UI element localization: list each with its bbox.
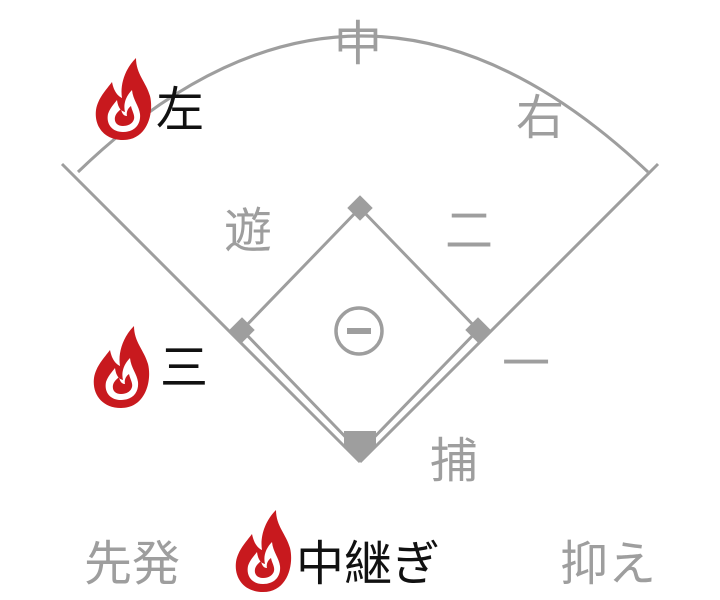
second-base-icon [347, 195, 373, 221]
flame-icon [235, 510, 292, 592]
flame-icon [95, 58, 152, 140]
position-catcher[interactable]: 捕 [430, 433, 479, 489]
role-closer[interactable]: 抑え [560, 536, 657, 592]
first-base-icon [465, 317, 491, 343]
third-base-icon [229, 317, 255, 343]
role-middle-relief[interactable]: 中継ぎ [296, 536, 441, 592]
outfield-fence-arc [76, 34, 650, 174]
position-center[interactable]: 中 [334, 16, 383, 72]
position-right[interactable]: 右 [516, 90, 565, 146]
home-plate-icon [344, 431, 376, 462]
position-pitcher[interactable] [333, 305, 385, 357]
third-base-foul-line [60, 162, 362, 464]
role-starter[interactable]: 先発 [84, 536, 181, 592]
position-third[interactable]: 三 [160, 340, 209, 396]
position-second[interactable]: 二 [445, 203, 494, 259]
position-first[interactable]: 一 [502, 336, 551, 392]
first-base-foul-line [358, 162, 660, 464]
position-shortstop[interactable]: 遊 [224, 203, 273, 259]
flame-icon [93, 326, 150, 408]
position-left[interactable]: 左 [156, 82, 205, 138]
